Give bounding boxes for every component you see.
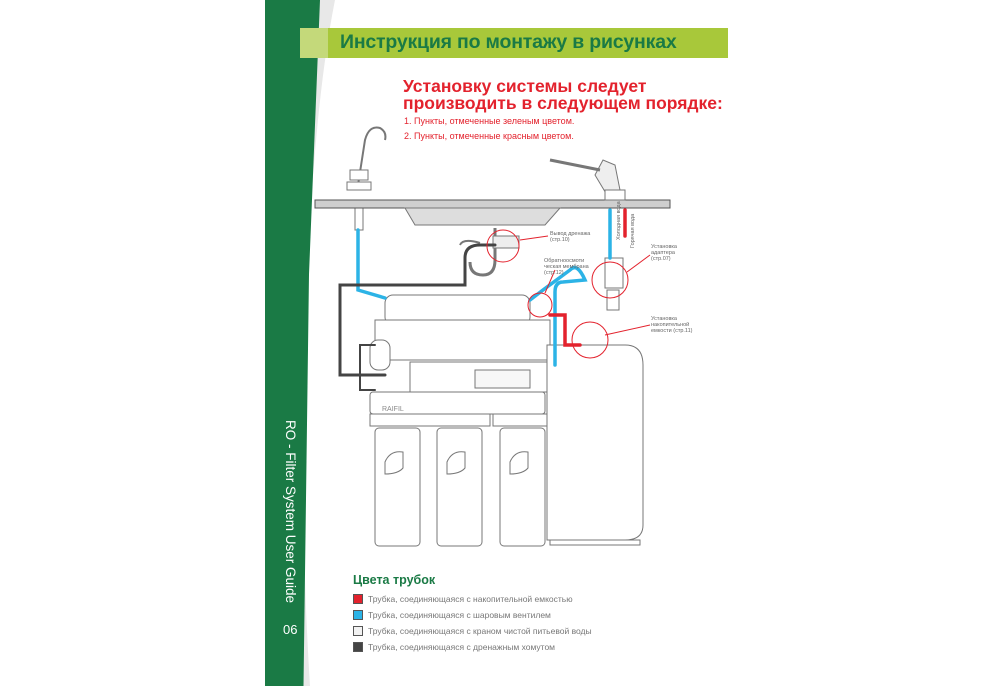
step-1: 1. Пункты, отмеченные зеленым цветом. (404, 116, 575, 126)
step-2: 2. Пункты, отмеченные красным цветом. (404, 131, 574, 141)
label-cold-water: Холодная вода (616, 201, 622, 240)
swatch-blue (353, 610, 363, 620)
header-band (300, 28, 728, 58)
legend-item-red: Трубка, соединяющаяся с накопительной ем… (353, 593, 573, 605)
page-title: Инструкция по монтажу в рисунках (340, 31, 677, 53)
swatch-red (353, 594, 363, 604)
page-number: 06 (283, 622, 298, 637)
legend-item-white: Трубка, соединяющаяся с краном чистой пи… (353, 625, 592, 637)
label-hot-water: Горячая вода (630, 213, 636, 248)
manual-page: Инструкция по монтажу в рисунках Установ… (265, 0, 735, 686)
label-adapter: Установка адаптера (стр.07) (651, 244, 677, 262)
swatch-white (353, 626, 363, 636)
swatch-dark (353, 642, 363, 652)
legend-item-blue: Трубка, соединяющаяся с шаровым вентилем (353, 609, 551, 621)
legend-item-dark: Трубка, соединяющаяся с дренажным хомуто… (353, 641, 555, 653)
install-order-heading: Установку системы следует производить в … (403, 76, 723, 113)
legend-title: Цвета трубок (353, 573, 436, 587)
label-tank: Установка накопительной емкости (стр.11) (651, 316, 693, 334)
installation-diagram: RAIFIL (314, 126, 671, 547)
label-membrane: Обратноосмоти ческая мембрана (стр.12) (544, 258, 589, 276)
brand-logo: RAIFIL (382, 406, 404, 413)
guide-title-vertical: RO - Filter System User Guide (283, 420, 298, 604)
label-drain: Вывод дренажа (стр.10) (550, 231, 591, 243)
